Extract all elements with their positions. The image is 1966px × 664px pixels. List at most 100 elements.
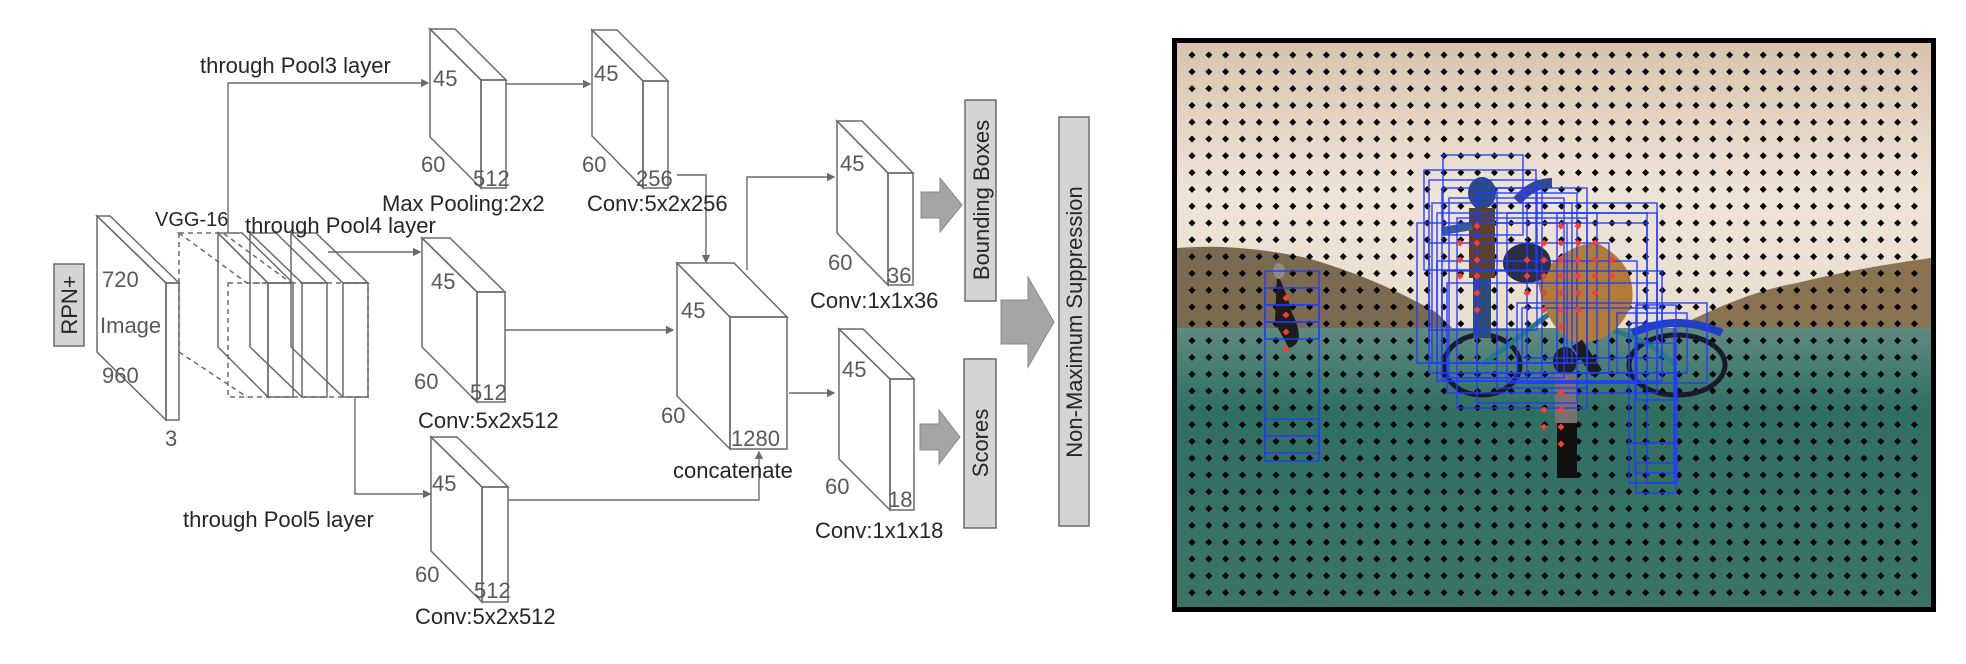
anchor-dot: [1894, 169, 1902, 177]
anchor-dot: [1457, 118, 1465, 126]
anchor-dot: [1860, 538, 1868, 546]
anchor-dot: [1742, 337, 1750, 345]
anchor-dot: [1306, 421, 1314, 429]
anchor-dot: [1810, 505, 1818, 513]
anchor-dot: [1356, 471, 1364, 479]
anchor-dot: [1390, 269, 1398, 277]
anchor-dot: [1591, 202, 1599, 210]
anchor-dot: [1591, 101, 1599, 109]
architecture-diagram: RPN+ 720 Image 960 3 VGG-16: [53, 27, 1090, 629]
anchor-dot: [1205, 353, 1213, 361]
anchor-dot: [1826, 286, 1834, 294]
anchor-dot: [1894, 488, 1902, 496]
anchor-dot: [1709, 269, 1717, 277]
anchor-dot: [1188, 169, 1196, 177]
anchor-dot: [1894, 421, 1902, 429]
anchor-dot: [1608, 169, 1616, 177]
anchor-dot: [1658, 169, 1666, 177]
pool5-conv-name: Conv:5x2x512: [415, 604, 556, 629]
positive-anchor-dot: [1557, 306, 1565, 314]
anchor-dot: [1322, 505, 1330, 513]
anchor-dot: [1574, 152, 1582, 160]
anchor-dot: [1742, 236, 1750, 244]
anchor-dot: [1642, 169, 1650, 177]
anchor-dot: [1810, 488, 1818, 496]
anchor-dot: [1675, 572, 1683, 580]
anchor-dot: [1675, 253, 1683, 261]
anchor-dot: [1759, 202, 1767, 210]
anchor-dot: [1776, 572, 1784, 580]
anchor-dot: [1826, 370, 1834, 378]
anchor-dot: [1541, 85, 1549, 93]
anchor-dot: [1692, 169, 1700, 177]
anchor-dot: [1793, 219, 1801, 227]
anchor-dot: [1474, 68, 1482, 76]
anchor-dot: [1188, 437, 1196, 445]
anchor-dot: [1877, 505, 1885, 513]
anchor-dot: [1776, 185, 1784, 193]
anchor-dot: [1373, 320, 1381, 328]
anchor-dot: [1390, 505, 1398, 513]
anchor-dot: [1910, 353, 1918, 361]
anchor-dot: [1255, 421, 1263, 429]
anchor-dot: [1339, 337, 1347, 345]
conv256-w: 60: [582, 152, 606, 177]
anchor-dot: [1373, 589, 1381, 597]
anchor-dot: [1776, 370, 1784, 378]
anchor-dot: [1390, 286, 1398, 294]
positive-anchor-dot: [1574, 222, 1582, 230]
anchor-dot: [1574, 555, 1582, 563]
anchor-dot: [1390, 185, 1398, 193]
anchor-dot: [1658, 572, 1666, 580]
anchor-dot: [1423, 101, 1431, 109]
anchor-dot: [1373, 555, 1381, 563]
anchor-dot: [1759, 337, 1767, 345]
anchor-dot: [1826, 51, 1834, 59]
anchor-dot: [1524, 538, 1532, 546]
anchor-dot: [1658, 185, 1666, 193]
anchor-dot: [1356, 387, 1364, 395]
anchor-dot: [1709, 118, 1717, 126]
anchor-dot: [1826, 387, 1834, 395]
anchor-dot: [1356, 185, 1364, 193]
anchor-dot: [1843, 387, 1851, 395]
anchor-dot: [1339, 320, 1347, 328]
anchor-dot: [1591, 185, 1599, 193]
anchor-dot: [1776, 169, 1784, 177]
anchor-dot: [1709, 68, 1717, 76]
anchor-dot: [1440, 454, 1448, 462]
anchor-dot: [1390, 219, 1398, 227]
anchor-dot: [1457, 471, 1465, 479]
anchor-dot: [1205, 572, 1213, 580]
anchor-dot: [1373, 101, 1381, 109]
anchor-dot: [1574, 169, 1582, 177]
anchor-dot: [1894, 85, 1902, 93]
anchor-dot: [1759, 538, 1767, 546]
anchor-dot: [1373, 471, 1381, 479]
anchor-dot: [1742, 118, 1750, 126]
positive-anchor-dot: [1473, 289, 1481, 297]
anchor-dot: [1709, 152, 1717, 160]
anchor-dot: [1709, 185, 1717, 193]
anchor-dot: [1910, 286, 1918, 294]
anchor-dot: [1658, 219, 1666, 227]
anchor-dot: [1793, 488, 1801, 496]
anchor-dot: [1826, 85, 1834, 93]
anchor-dot: [1793, 538, 1801, 546]
anchor-dot: [1205, 404, 1213, 412]
anchor-dot: [1843, 555, 1851, 563]
anchor-dot: [1205, 185, 1213, 193]
anchor-dot: [1238, 185, 1246, 193]
anchor-dot: [1793, 589, 1801, 597]
anchor-dot: [1423, 152, 1431, 160]
pool5-conv-block: [429, 435, 510, 604]
anchor-dot: [1608, 555, 1616, 563]
anchor-dot: [1810, 572, 1818, 580]
nms-box: Non-Maximum Suppression: [1058, 116, 1090, 527]
pool4-c: 512: [470, 380, 507, 405]
anchor-dot: [1238, 505, 1246, 513]
anchor-dot: [1793, 303, 1801, 311]
anchor-dot: [1759, 219, 1767, 227]
anchor-dot: [1910, 85, 1918, 93]
anchor-dot: [1255, 202, 1263, 210]
